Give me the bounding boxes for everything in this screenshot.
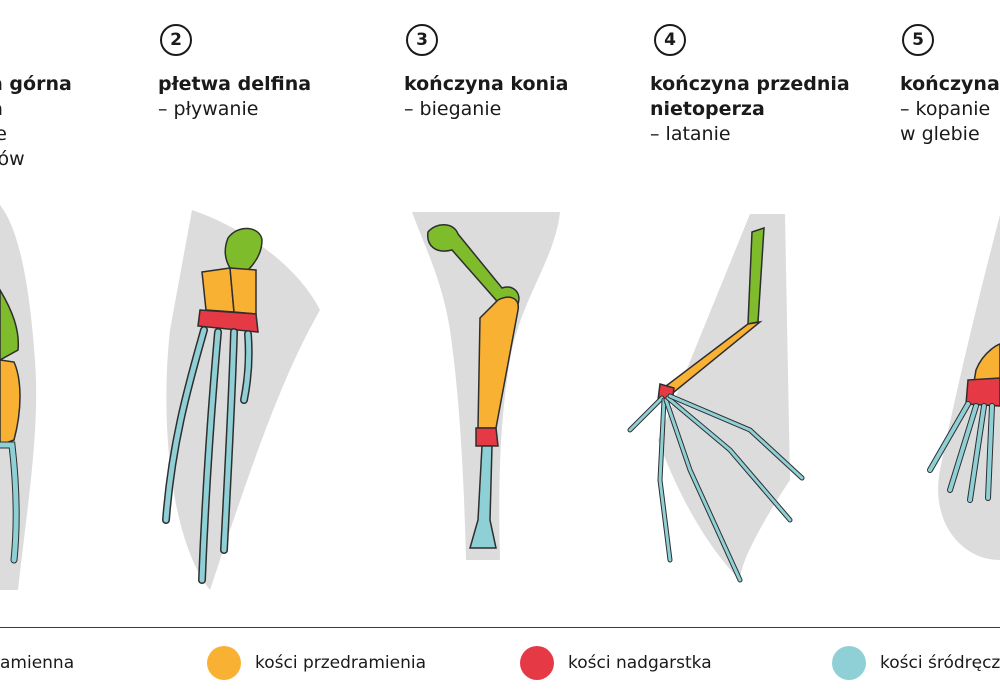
legend-swatch-forearm (207, 646, 241, 680)
panel-4-caption: kończyna przednia nietoperza – latanie (650, 72, 850, 147)
panel-3-caption: kończyna konia – bieganie (404, 72, 568, 122)
panel-4-title-line-1: kończyna przednia (650, 73, 850, 95)
panel-mole-limb: 5 kończyna – kopanie w glebie (870, 0, 1000, 620)
legend-item-arm: amienna (0, 645, 74, 681)
panel-4-title-line-2: nietoperza (650, 98, 765, 120)
dolphin-flipper-illustration (162, 210, 320, 590)
panel-1-title-line-2: a (0, 97, 72, 122)
panel-human-arm: a górna a ie tów (0, 0, 130, 620)
panel-4-sub-line-1: – latanie (650, 123, 731, 145)
panel-1-caption: a górna a ie tów (0, 72, 72, 172)
legend-label-forearm: kości przedramienia (255, 653, 426, 673)
legend-swatch-metacarpal (832, 646, 866, 680)
panel-2-sub-line-1: – pływanie (158, 98, 259, 120)
legend-label-carpal: kości nadgarstka (568, 653, 712, 673)
panel-2-title-line-1: płetwa delfina (158, 73, 312, 95)
panel-3-number-badge: 3 (406, 24, 438, 56)
bat-forelimb-illustration (627, 214, 805, 583)
panel-4-number-badge: 4 (654, 24, 686, 56)
panel-5-number-badge: 5 (902, 24, 934, 56)
human-arm-illustration (0, 205, 37, 590)
legend-label-arm: amienna (0, 653, 75, 673)
panel-3-title-line-1: kończyna konia (404, 73, 569, 95)
legend-item-metacarpal: kości śródręcz (832, 645, 1000, 681)
legend-swatch-carpal (520, 646, 554, 680)
panel-bat-forelimb: 4 kończyna przednia nietoperza – latanie (620, 0, 870, 620)
panel-2-caption: płetwa delfina – pływanie (158, 72, 311, 122)
panel-1-title-line-1: a górna (0, 73, 72, 95)
legend-item-carpal: kości nadgarstka (520, 645, 712, 681)
panel-5-sub-line-2: w glebie (900, 123, 980, 145)
panel-horse-limb: 3 kończyna konia – bieganie (370, 0, 620, 620)
panel-3-sub-line-1: – bieganie (404, 98, 502, 120)
panel-1-sub-line-1: ie (0, 123, 7, 145)
legend-divider (0, 627, 1000, 628)
panel-5-title-line-1: kończyna (900, 73, 1000, 95)
panel-5-sub-line-1: – kopanie (900, 98, 991, 120)
panel-dolphin-flipper: 2 płetwa delfina – pływanie (130, 0, 370, 620)
panel-2-number-badge: 2 (160, 24, 192, 56)
panel-5-caption: kończyna – kopanie w glebie (900, 72, 1000, 147)
mole-limb-illustration (927, 215, 1000, 560)
panel-1-sub-line-2: tów (0, 148, 25, 170)
legend-item-forearm: kości przedramienia (207, 645, 426, 681)
legend-label-metacarpal: kości śródręcz (880, 653, 1000, 673)
horse-limb-illustration (412, 212, 560, 560)
